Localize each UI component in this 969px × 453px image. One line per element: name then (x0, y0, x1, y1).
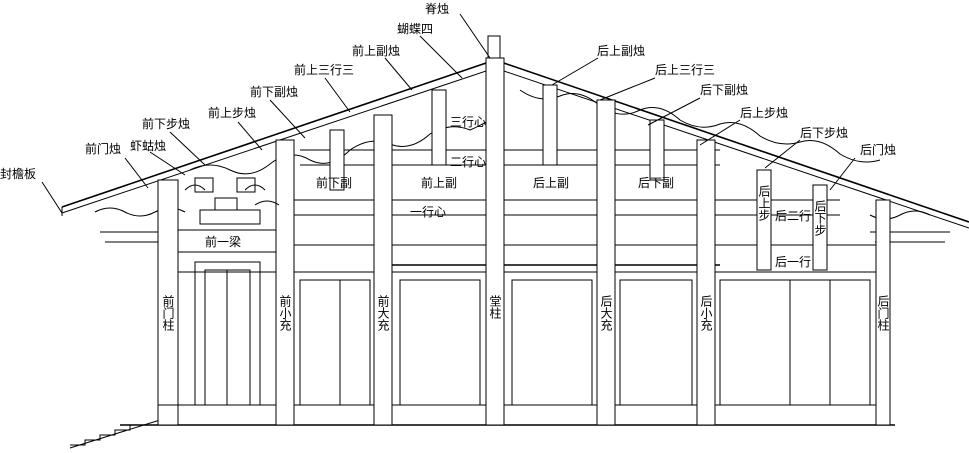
label-hou-xiao-chong: 后小充 (699, 295, 713, 332)
label-hou-yi-xing: 后一行 (775, 255, 811, 269)
leader-feng-yan-ban (41, 181, 63, 214)
roof-upper-line (61, 59, 969, 223)
front-big-column (373, 114, 393, 426)
leader-lines (41, 13, 856, 214)
label-hou-men-zhu-col: 后门柱 (876, 295, 890, 332)
wall-panels (194, 261, 871, 406)
label-qian-yi-liang: 前一梁 (205, 234, 241, 249)
label-qian-men-zhu: 前门烛 (85, 141, 121, 156)
rear-small-column (696, 139, 716, 426)
label-hou-shang-san-xing-san: 后上三行三 (655, 63, 715, 77)
label-hou-xia-bu-zhu: 后下步烛 (800, 126, 848, 140)
label-hou-xia-fu: 后下副 (638, 176, 674, 190)
upper-post-3 (542, 84, 558, 166)
leader-qian-men-zhu (124, 157, 149, 189)
leader-hou-shang-bu-zhu (699, 119, 741, 146)
upper-post-2 (431, 89, 447, 166)
label-hou-shang-bu: 后上步 (757, 185, 771, 221)
front-steps (69, 404, 179, 449)
horizontal-beams (120, 149, 895, 426)
label-qian-xia-fu-zhu: 前下副烛 (250, 84, 298, 99)
label-qian-men-zhu-col: 前门柱 (161, 294, 175, 332)
columns (157, 57, 891, 426)
leader-qian-shang-fu-zhu (384, 57, 413, 91)
label-hou-shang-fu-zhu: 后上副烛 (597, 44, 645, 58)
vertical-labels: 后上步 后下步 前门柱 前小充 前大充 堂柱 后大充 后小充 后门柱 (161, 185, 890, 332)
bracket-block-4 (199, 209, 261, 225)
label-qian-shang-fu: 前上副 (421, 175, 457, 190)
label-qian-xia-bu-zhu: 前下步烛 (142, 116, 190, 131)
wall-panel-1 (299, 279, 371, 406)
rear-mid-post (756, 169, 772, 271)
leader-qian-xia-fu-zhu (269, 99, 306, 139)
leader-hou-shang-san-xing-san (599, 77, 656, 101)
label-hou-da-chong: 后大充 (599, 295, 613, 332)
rear-door-column (875, 199, 891, 426)
leader-hou-xia-bu-zhu (764, 139, 801, 169)
label-feng-yan-ban: 封檐板 (0, 167, 36, 181)
leader-qian-shang-bu-zhu (237, 121, 263, 151)
leader-hou-men-zhu (829, 157, 856, 191)
front-small-column (275, 139, 295, 426)
leader-qian-xia-bu-zhu (169, 131, 206, 166)
step-outline (70, 424, 160, 446)
label-tang-zhu: 堂柱 (488, 295, 502, 320)
label-qian-shang-san-xing-san: 前上三行三 (294, 62, 354, 77)
leader-qian-shang-san-xing-san (324, 77, 351, 113)
label-qian-shang-fu-zhu: 前上副烛 (352, 43, 400, 58)
label-yi-xing-xin: 一行心 (410, 205, 446, 219)
label-hou-er-xing: 后二行 (775, 209, 811, 223)
label-qian-shang-bu-zhu: 前上步烛 (208, 105, 256, 120)
wall-panel-4 (619, 279, 693, 406)
label-ji-zhu: 脊烛 (425, 2, 449, 16)
leader-ji-zhu (459, 13, 491, 59)
label-hou-men-zhu: 后门烛 (860, 142, 896, 157)
cloud-purlin-line-rear (519, 89, 881, 163)
leader-hu-die-si (419, 35, 463, 79)
upper-post-1 (329, 129, 345, 191)
upper-post-4 (649, 119, 665, 181)
label-hou-shang-fu: 后上副 (533, 176, 569, 190)
front-bracket-set (184, 177, 280, 225)
rear-mid-post-2 (812, 184, 828, 271)
label-er-xing-xin: 二行心 (450, 155, 486, 169)
label-qian-da-chong: 前大充 (376, 294, 390, 332)
label-hu-die-si: 蝴蝶四 (397, 21, 433, 36)
label-hou-shang-bu-zhu: 后上步烛 (740, 106, 788, 120)
wall-panel-2 (399, 279, 481, 406)
rear-big-column (596, 99, 616, 426)
wall-panel-5 (719, 279, 871, 406)
bracket-curve (184, 184, 280, 206)
label-xia-gu-zhu: 虾蛄烛 (130, 139, 166, 153)
labels: 脊烛 蝴蝶四 前上副烛 后上副烛 前上三行三 后上三行三 前下副烛 后下副烛 前… (0, 2, 896, 269)
label-hou-xia-bu: 后下步 (813, 200, 827, 236)
leader-hou-shang-fu-zhu (551, 57, 599, 86)
leader-xia-gu-zhu (149, 151, 186, 176)
label-qian-xia-fu: 前下副 (316, 175, 352, 190)
label-san-xing-xin: 三行心 (450, 115, 486, 129)
wall-panel-3 (511, 279, 593, 406)
hall-column (485, 57, 505, 426)
label-qian-xiao-chong: 前小充 (278, 294, 292, 332)
plinth-block (157, 404, 179, 426)
ridge-post-top (487, 35, 501, 59)
step-diagonal (69, 419, 161, 449)
bracket-block-3 (214, 197, 238, 211)
label-hou-xia-fu-zhu: 后下副烛 (700, 83, 748, 97)
leader-hou-xia-fu-zhu (647, 97, 701, 126)
